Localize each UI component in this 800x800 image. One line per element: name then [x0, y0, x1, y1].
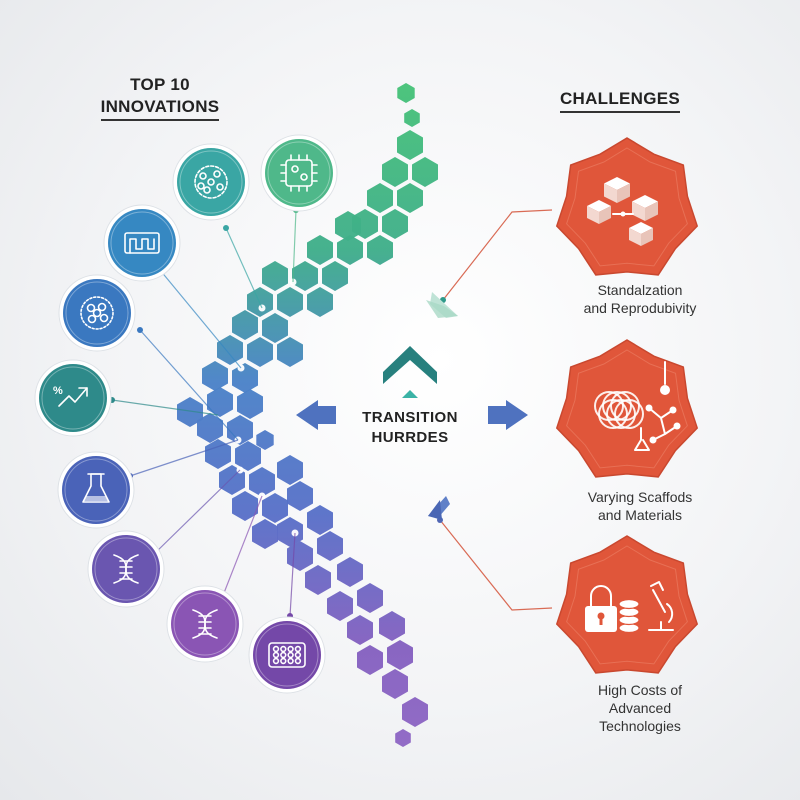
hexagon-27	[237, 389, 263, 419]
hexagon-44	[317, 531, 343, 561]
hexagon-20	[262, 313, 288, 343]
innovation-connector	[139, 329, 239, 441]
hexagon-19	[232, 310, 258, 340]
innovation-connector	[129, 439, 239, 477]
hexagon-42	[252, 519, 278, 549]
hexagon-10	[367, 235, 393, 265]
challenge-badges	[437, 137, 699, 674]
hexagon-26	[207, 387, 233, 417]
challenge-label-costs: High Costs of Advanced Technologies	[597, 682, 683, 734]
hexagon-50	[379, 611, 405, 641]
hexagon-15	[262, 261, 288, 291]
hexagon-52	[357, 645, 383, 675]
right-arrow-icon	[488, 400, 528, 430]
hexagon-25	[232, 363, 258, 393]
up-chevron-icon	[383, 346, 437, 398]
connector-dot	[137, 327, 143, 333]
innovation-connector	[289, 532, 296, 617]
microchip-icon	[260, 134, 338, 212]
hexagon-46	[337, 557, 363, 587]
hexagon-0	[397, 83, 415, 103]
hexagon-16	[307, 287, 333, 317]
hexagon-7	[382, 209, 408, 239]
hexagon-chain	[177, 83, 438, 747]
hexagon-32	[205, 439, 231, 469]
hexagon-55	[395, 729, 411, 747]
hexagon-11	[337, 235, 363, 265]
hexagon-21	[217, 335, 243, 365]
svg-text:%: %	[53, 385, 63, 397]
innovation-connector	[159, 269, 242, 369]
hexagon-3	[412, 157, 438, 187]
cubes-network-icon	[555, 137, 699, 276]
hexagon-47	[327, 591, 353, 621]
growth-chart-icon: %	[34, 359, 112, 437]
innovations-title-line1: TOP 10	[130, 75, 190, 94]
hexagon-45	[305, 565, 331, 595]
hexagon-37	[232, 491, 258, 521]
hexagon-39	[287, 481, 313, 511]
hexagon-9	[335, 211, 361, 241]
hexagon-36	[277, 455, 303, 485]
hexagon-38	[262, 493, 288, 523]
hexagon-28	[177, 397, 203, 427]
hexagon-24	[202, 361, 228, 391]
hexagon-40	[277, 517, 303, 547]
hexagon-29	[197, 413, 223, 443]
innovations-title-line2: INNOVATIONS	[100, 96, 220, 121]
hexagon-48	[357, 583, 383, 613]
innovation-connector	[151, 469, 241, 557]
hexagon-4	[382, 157, 408, 187]
innovations-title: TOP 10 INNOVATIONS	[60, 74, 260, 121]
left-arrow-icon	[296, 400, 336, 430]
hexagon-53	[382, 669, 408, 699]
hexagon-22	[247, 337, 273, 367]
hexagon-23	[277, 337, 303, 367]
hexagon-12	[307, 235, 333, 265]
scaffold-molecule-icon	[555, 339, 699, 478]
innovation-icons: %	[34, 134, 338, 694]
center-title-line2: HURRDES	[371, 429, 449, 446]
hexagon-6	[367, 183, 393, 213]
hexagon-49	[347, 615, 373, 645]
innovation-connector	[225, 227, 263, 309]
innovation-connector	[221, 495, 263, 599]
connector-dot	[223, 225, 229, 231]
up-left-chevron-icon	[428, 496, 450, 520]
microfluidic-chip-icon	[103, 204, 181, 282]
hexagon-35	[249, 467, 275, 497]
hexagon-51	[387, 640, 413, 670]
hexagon-31	[256, 430, 274, 450]
lock-coins-microscope-icon	[555, 535, 699, 674]
challenges-title: CHALLENGES	[520, 88, 720, 113]
hexagon-17	[277, 287, 303, 317]
cell-cluster-icon	[58, 274, 136, 352]
challenge-connector	[439, 519, 553, 611]
hexagon-2	[397, 130, 423, 160]
flask-icon	[57, 451, 135, 529]
hexagon-54	[402, 697, 428, 727]
hexagon-33	[235, 441, 261, 471]
hexagon-5	[397, 183, 423, 213]
dna-helix-icon	[87, 530, 165, 608]
innovation-connector	[111, 399, 219, 416]
hexagon-18	[247, 287, 273, 317]
challenge-connector	[442, 209, 553, 301]
dna-helix-icon	[166, 585, 244, 663]
hexagon-13	[322, 261, 348, 291]
hexagon-14	[292, 261, 318, 291]
hexagon-1	[404, 109, 420, 127]
hexagon-41	[307, 505, 333, 535]
center-title-line1: TRANSITION	[362, 409, 458, 426]
hexagon-30	[227, 415, 253, 445]
challenge-label-scaffolds: Varying Scaffods and Materials	[587, 489, 693, 523]
down-left-chevron-icon	[426, 292, 458, 318]
innovation-connector	[292, 209, 297, 283]
cell-network-icon	[172, 143, 250, 221]
center-title: TRANSITION HURRDES	[340, 408, 480, 448]
challenge-label-standardization: Standalzation and Reprodubivity	[583, 282, 697, 316]
well-plate-icon	[248, 616, 326, 694]
